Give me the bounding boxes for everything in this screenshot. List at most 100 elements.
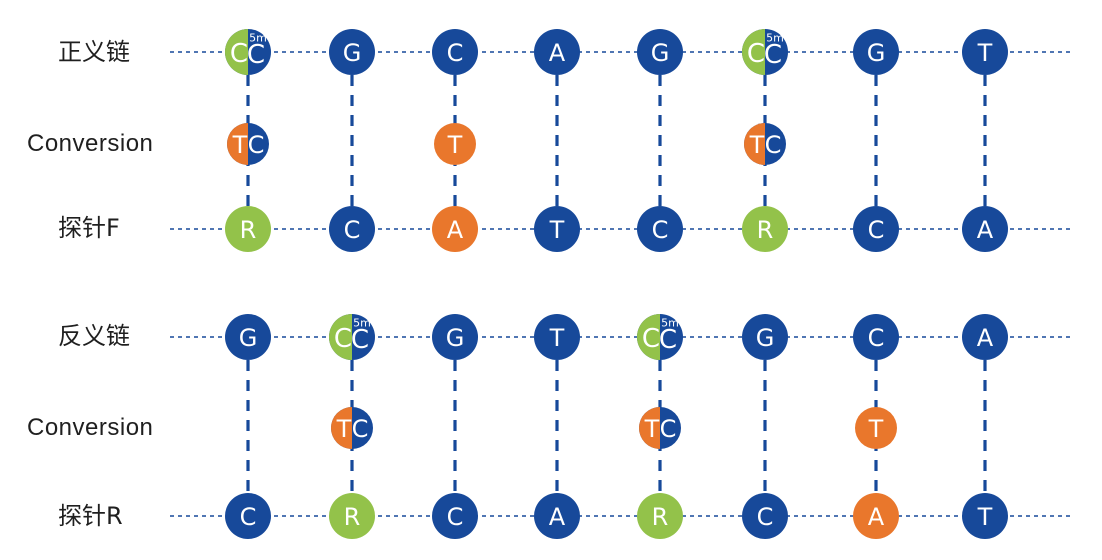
probe-base-circle	[962, 493, 1008, 539]
probe-base-circle	[329, 206, 375, 252]
probe-base-node: A	[432, 206, 478, 252]
strand-base-circle	[225, 314, 271, 360]
strand-base-circle	[432, 314, 478, 360]
probe-base-circle	[225, 206, 271, 252]
tc-c-letter: C	[660, 415, 677, 443]
probe-base-circle	[742, 206, 788, 252]
probe-base-letter: R	[652, 503, 669, 531]
probe-f-label: 探针F	[58, 214, 120, 242]
tc-t-letter: T	[336, 415, 352, 443]
strand-base-letter: G	[446, 324, 465, 352]
t-conversion-node: T	[855, 407, 897, 449]
strand-base-circle	[329, 29, 375, 75]
strand-base-letter: C	[447, 39, 464, 67]
probe-base-circle	[962, 206, 1008, 252]
strand-base-circle	[853, 314, 899, 360]
probe-base-letter: R	[757, 216, 774, 244]
strand-base-letter: A	[977, 324, 994, 352]
probe-base-letter: A	[868, 503, 885, 531]
strand-base-node: G	[853, 29, 899, 75]
probe-base-letter: C	[447, 503, 464, 531]
left-half	[329, 314, 352, 360]
strand-base-node: G	[329, 29, 375, 75]
strand-base-node: C	[853, 314, 899, 360]
probe-base-node: A	[853, 493, 899, 539]
probe-base-letter: A	[977, 216, 994, 244]
t-conversion-letter: T	[447, 131, 463, 159]
methyl-c-right: C	[247, 40, 265, 70]
strand-base-circle	[962, 29, 1008, 75]
probe-base-circle	[432, 206, 478, 252]
strand-base-circle	[637, 29, 683, 75]
probe-base-circle	[534, 206, 580, 252]
sense-strand-label: 正义链	[58, 38, 130, 66]
probe-base-letter: C	[868, 216, 885, 244]
probe-base-letter: T	[977, 503, 993, 531]
probe-base-circle	[432, 493, 478, 539]
methyl-c-left: C	[747, 39, 765, 69]
strand-base-circle	[534, 314, 580, 360]
left-half	[225, 29, 248, 75]
antisense-strand-label: 反义链	[58, 322, 130, 350]
strand-base-letter: G	[343, 39, 362, 67]
t-conversion-letter: T	[868, 415, 884, 443]
probe-base-letter: C	[652, 216, 669, 244]
tc-t-letter: T	[644, 415, 660, 443]
probe-base-letter: C	[240, 503, 257, 531]
strand-base-node: G	[637, 29, 683, 75]
probe-base-node: A	[534, 493, 580, 539]
probe-base-node: C	[225, 493, 271, 539]
probe-base-circle	[742, 493, 788, 539]
strand-base-node: T	[962, 29, 1008, 75]
strand-base-letter: T	[549, 324, 565, 352]
strand-base-circle	[962, 314, 1008, 360]
strand-base-node: C	[432, 29, 478, 75]
strand-base-letter: G	[756, 324, 775, 352]
methyl-c-right: C	[351, 325, 369, 355]
strand-base-letter: G	[867, 39, 886, 67]
probe-r-label: 探针R	[58, 502, 123, 530]
left-half	[639, 407, 660, 449]
strand-base-node: G	[225, 314, 271, 360]
strand-base-letter: A	[549, 39, 566, 67]
strand-base-node: G	[742, 314, 788, 360]
probe-base-letter: R	[344, 503, 361, 531]
probe-base-node: T	[534, 206, 580, 252]
methyl-c-left: C	[642, 324, 660, 354]
probe-base-node: C	[637, 206, 683, 252]
probe-base-circle	[853, 493, 899, 539]
probe-base-circle	[637, 206, 683, 252]
probe-base-node: C	[329, 206, 375, 252]
probe-base-circle	[637, 493, 683, 539]
strand-base-letter: G	[651, 39, 670, 67]
t-conversion-circle	[855, 407, 897, 449]
left-half	[637, 314, 660, 360]
strand-base-letter: G	[239, 324, 258, 352]
strand-base-node: A	[962, 314, 1008, 360]
tc-c-letter: C	[765, 131, 782, 159]
methyl-c-right: C	[764, 40, 782, 70]
strand-base-node: G	[432, 314, 478, 360]
strand-base-letter: T	[977, 39, 993, 67]
strand-base-circle	[432, 29, 478, 75]
tc-c-letter: C	[248, 131, 265, 159]
strand-base-node: A	[534, 29, 580, 75]
probe-base-letter: A	[447, 216, 464, 244]
methyl-c-right: C	[659, 325, 677, 355]
probe-base-node: R	[637, 493, 683, 539]
left-half	[331, 407, 352, 449]
probe-base-circle	[225, 493, 271, 539]
methyl-c-left: C	[230, 39, 248, 69]
methyl-5m-label: 5m	[661, 317, 679, 330]
t-conversion-node: T	[434, 123, 476, 165]
conversion-label-reverse: Conversion	[27, 414, 154, 441]
probe-base-letter: C	[757, 503, 774, 531]
probe-base-letter: R	[240, 216, 257, 244]
